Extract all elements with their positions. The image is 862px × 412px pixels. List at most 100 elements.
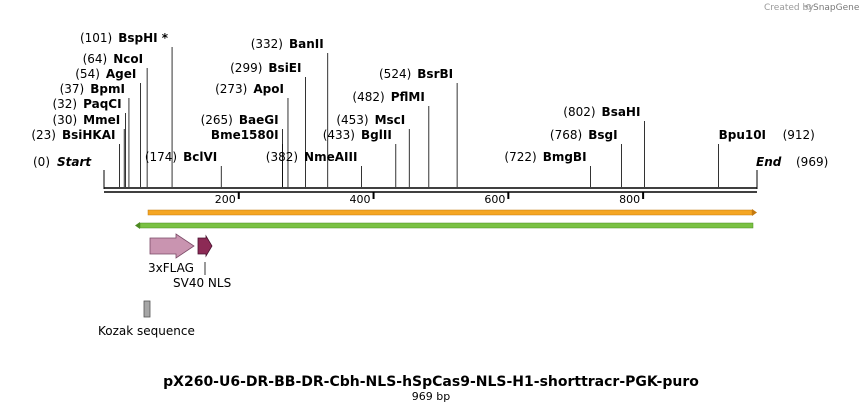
site-position: (524) bbox=[379, 67, 411, 81]
forward-orf-track bbox=[147, 209, 757, 216]
site-name: BmgBI bbox=[543, 150, 587, 164]
site-mmei[interactable]: MmeI (30) bbox=[53, 113, 125, 187]
site-position: (482) bbox=[352, 90, 384, 104]
site-name: BsiEI bbox=[268, 61, 301, 75]
feature-sv40-nls[interactable]: SV40 NLS bbox=[173, 234, 231, 290]
site-msci[interactable]: MscI (453) bbox=[336, 113, 410, 187]
ruler-tick-label: 400 bbox=[350, 193, 371, 206]
site-position: (265) bbox=[201, 113, 233, 127]
restriction-sites: BsiHKAI(23)MmeI(30)PaqCI(32)BpmI(37)AgeI… bbox=[31, 31, 815, 187]
kozak-label: Kozak sequence bbox=[98, 324, 195, 338]
start-label: Start bbox=[57, 155, 92, 169]
site-name: BsrBI bbox=[417, 67, 453, 81]
site-name: PaqCI bbox=[83, 97, 121, 111]
site-name: PflMI bbox=[391, 90, 425, 104]
site-name: Bme1580I bbox=[211, 128, 279, 142]
site-name: BsaHI bbox=[602, 105, 641, 119]
site-name: BglII bbox=[361, 128, 392, 142]
feature-3xflag[interactable]: 3xFLAG bbox=[148, 233, 195, 275]
site-ncoi[interactable]: NcoI (64) bbox=[83, 52, 148, 187]
site-position: (64) bbox=[83, 52, 108, 66]
site-banii[interactable]: BanII (332) bbox=[251, 37, 329, 187]
end-position: (969) bbox=[796, 155, 828, 169]
site-position: (273) bbox=[215, 82, 247, 96]
site-baegi[interactable]: BaeGI (265) bbox=[201, 113, 283, 187]
ruler-tick-label: 200 bbox=[215, 193, 236, 206]
site-bsiei[interactable]: BsiEI (299) bbox=[230, 61, 306, 187]
site-name: BsiHKAI bbox=[62, 128, 116, 142]
site-name: BanII bbox=[289, 37, 324, 51]
reverse-orf-track bbox=[135, 222, 754, 229]
site-name: ApoI bbox=[253, 82, 284, 96]
site-name: BpmI bbox=[90, 82, 125, 96]
site-position: (912) bbox=[783, 128, 815, 142]
site-name: NcoI bbox=[113, 52, 143, 66]
site-position: (299) bbox=[230, 61, 262, 75]
site-position: (453) bbox=[336, 113, 368, 127]
forward-orf-bar bbox=[147, 209, 753, 216]
site-bsahi[interactable]: BsaHI (802) bbox=[563, 105, 645, 187]
site-bsgi[interactable]: BsgI (768) bbox=[550, 128, 622, 187]
sv40-nls-arrow-icon[interactable] bbox=[197, 234, 213, 258]
site-position: (382) bbox=[266, 150, 298, 164]
site-name: BaeGI bbox=[239, 113, 279, 127]
site-bglii[interactable]: BglII (433) bbox=[323, 128, 397, 187]
site-apoi[interactable]: ApoI (273) bbox=[215, 82, 289, 187]
site-position: (37) bbox=[60, 82, 85, 96]
site-position: (174) bbox=[145, 150, 177, 164]
site-name: MmeI bbox=[83, 113, 120, 127]
site-position: (30) bbox=[53, 113, 78, 127]
reverse-arrowhead-icon bbox=[135, 222, 140, 229]
ruler-ticks: 200 400 600 800 bbox=[215, 192, 645, 206]
site-pflmi[interactable]: PflMI (482) bbox=[352, 90, 430, 187]
end-marker: End (969) bbox=[756, 155, 828, 189]
site-position: (332) bbox=[251, 37, 283, 51]
feature-kozak[interactable]: Kozak sequence bbox=[98, 300, 195, 338]
site-bsihkai[interactable]: BsiHKAI (23) bbox=[31, 128, 120, 187]
site-position: (768) bbox=[550, 128, 582, 142]
sequence-backbone bbox=[104, 187, 757, 193]
site-name: Bpu10I bbox=[719, 128, 766, 142]
forward-arrowhead-icon bbox=[752, 209, 757, 216]
sv40-nls-label: SV40 NLS bbox=[173, 276, 231, 290]
site-name: NmeAIII bbox=[304, 150, 357, 164]
site-position: (23) bbox=[31, 128, 56, 142]
site-position: (802) bbox=[563, 105, 595, 119]
start-position: (0) bbox=[33, 155, 50, 169]
site-name: AgeI bbox=[106, 67, 136, 81]
site-name: MscI bbox=[375, 113, 406, 127]
end-label: End bbox=[756, 155, 782, 169]
start-marker: (0) Start bbox=[33, 155, 105, 189]
site-bclvi[interactable]: BclVI (174) bbox=[145, 150, 222, 187]
site-position: (101) bbox=[80, 31, 112, 45]
site-nmeaiii[interactable]: NmeAIII (382) bbox=[266, 150, 362, 187]
kozak-box-icon[interactable] bbox=[143, 300, 151, 318]
reverse-orf-bar bbox=[139, 222, 754, 229]
site-paqci[interactable]: PaqCI (32) bbox=[52, 97, 126, 187]
snapgene-logo-icon: ⟲ bbox=[804, 3, 812, 13]
site-bsphi[interactable]: BspHI * (101) bbox=[80, 31, 173, 187]
site-position: (722) bbox=[504, 150, 536, 164]
site-position: (32) bbox=[52, 97, 77, 111]
plasmid-title: pX260-U6-DR-BB-DR-Cbh-NLS-hSpCas9-NLS-H1… bbox=[163, 374, 699, 390]
site-position: (433) bbox=[323, 128, 355, 142]
ruler-tick-label: 800 bbox=[619, 193, 640, 206]
site-position: (54) bbox=[75, 67, 100, 81]
3xflag-arrow-icon[interactable] bbox=[149, 233, 195, 259]
ruler-tick-label: 600 bbox=[484, 193, 505, 206]
site-bmgbi[interactable]: BmgBI (722) bbox=[504, 150, 591, 187]
credit-prefix: Created by bbox=[764, 3, 814, 13]
site-bpu10i[interactable]: Bpu10I (912) bbox=[718, 128, 815, 187]
site-name: BsgI bbox=[588, 128, 617, 142]
snapgene-credit: Created by ⟲ SnapGene bbox=[764, 3, 860, 13]
site-agei[interactable]: AgeI (54) bbox=[75, 67, 141, 187]
credit-brand: SnapGene bbox=[813, 3, 860, 13]
3xflag-label: 3xFLAG bbox=[148, 261, 194, 275]
plasmid-length: 969 bp bbox=[412, 390, 450, 403]
site-bme1580i[interactable]: Bme1580I bbox=[211, 128, 283, 187]
site-bpmi[interactable]: BpmI (37) bbox=[60, 82, 130, 187]
site-name: BspHI * bbox=[118, 31, 169, 45]
site-bsrbi[interactable]: BsrBI (524) bbox=[379, 67, 458, 187]
site-name: BclVI bbox=[183, 150, 217, 164]
